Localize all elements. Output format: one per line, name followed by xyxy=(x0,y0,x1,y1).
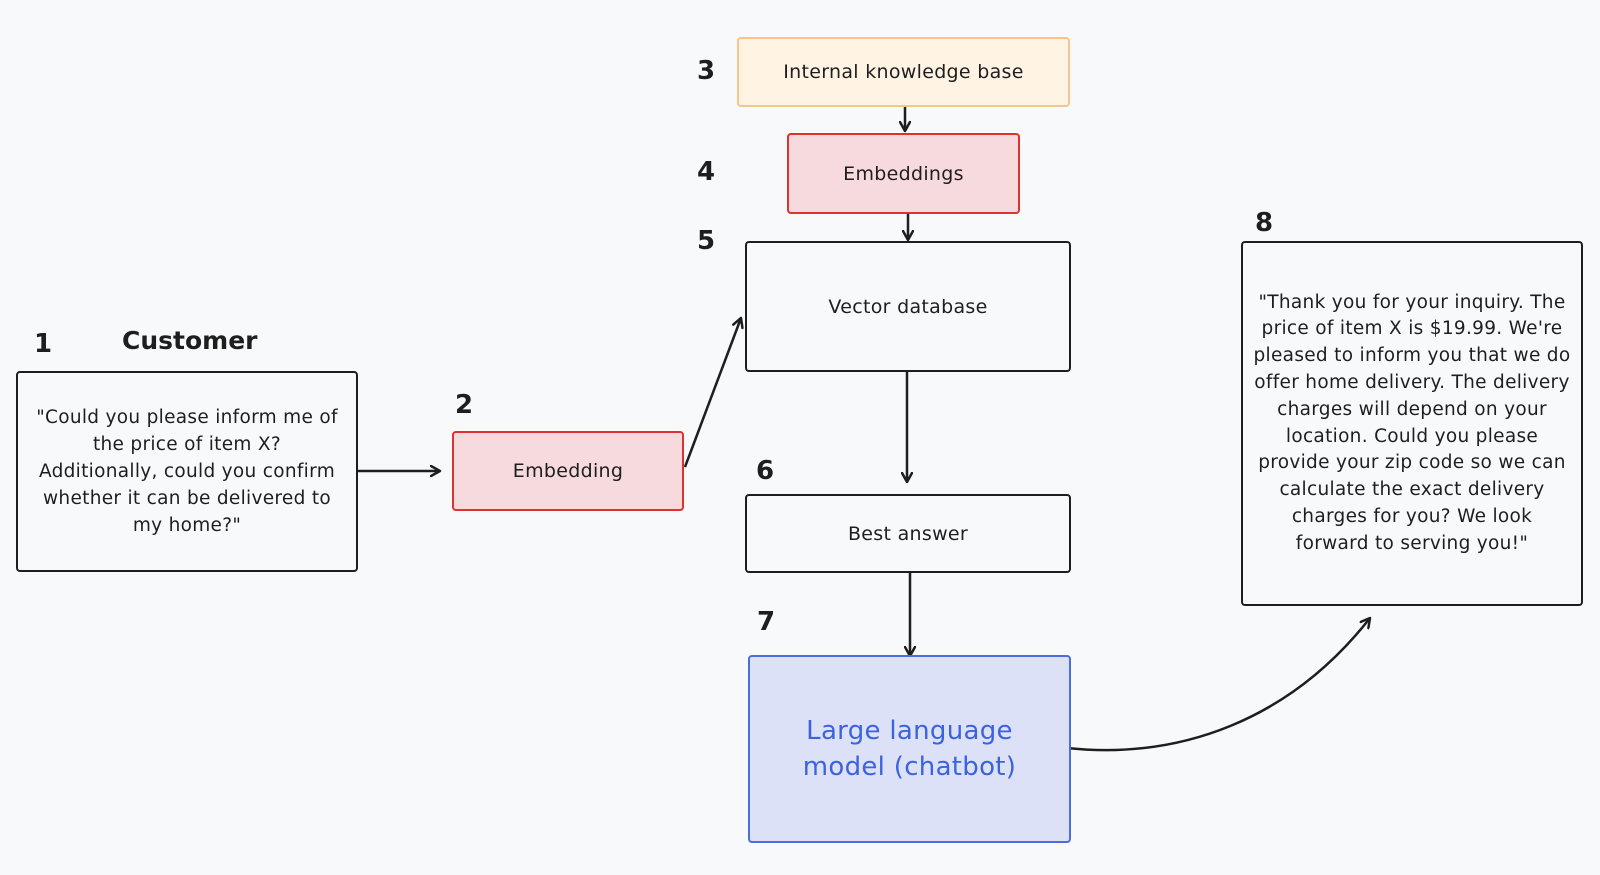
step-number-2: 2 xyxy=(455,390,474,420)
embedding-label: Embedding xyxy=(512,460,624,482)
embeddings-label: Embeddings xyxy=(843,162,964,185)
large-language-model-node: Large language model (chatbot) xyxy=(748,655,1071,843)
best-answer-label: Best answer xyxy=(847,522,969,545)
arrow-embedding-to-vector-db xyxy=(683,318,741,468)
step-number-5: 5 xyxy=(697,226,716,256)
embedding-node: Embedding xyxy=(452,431,684,511)
embeddings-node: Embeddings xyxy=(787,133,1020,214)
customer-title: Customer xyxy=(122,326,258,355)
chatbot-reply-box: "Thank you for your inquiry. The price o… xyxy=(1241,241,1583,606)
customer-query-box: "Could you please inform me of the price… xyxy=(16,371,358,572)
llm-label: Large language model (chatbot) xyxy=(802,716,1017,782)
vector-database-label: Vector database xyxy=(828,295,988,318)
arrow-llm-to-reply xyxy=(1066,618,1370,752)
customer-query-text: "Could you please inform me of the price… xyxy=(36,407,338,536)
best-answer-node: Best answer xyxy=(745,494,1071,573)
step-number-8: 8 xyxy=(1255,208,1274,238)
step-number-4: 4 xyxy=(697,157,716,187)
vector-database-node: Vector database xyxy=(745,241,1071,372)
step-number-1: 1 xyxy=(34,329,53,359)
step-number-6: 6 xyxy=(756,456,775,486)
step-number-3: 3 xyxy=(697,56,716,86)
chatbot-reply-text: "Thank you for your inquiry. The price o… xyxy=(1253,291,1571,554)
internal-knowledge-base-node: Internal knowledge base xyxy=(737,37,1070,107)
knowledge-base-label: Internal knowledge base xyxy=(783,61,1024,83)
step-number-7: 7 xyxy=(757,607,776,637)
